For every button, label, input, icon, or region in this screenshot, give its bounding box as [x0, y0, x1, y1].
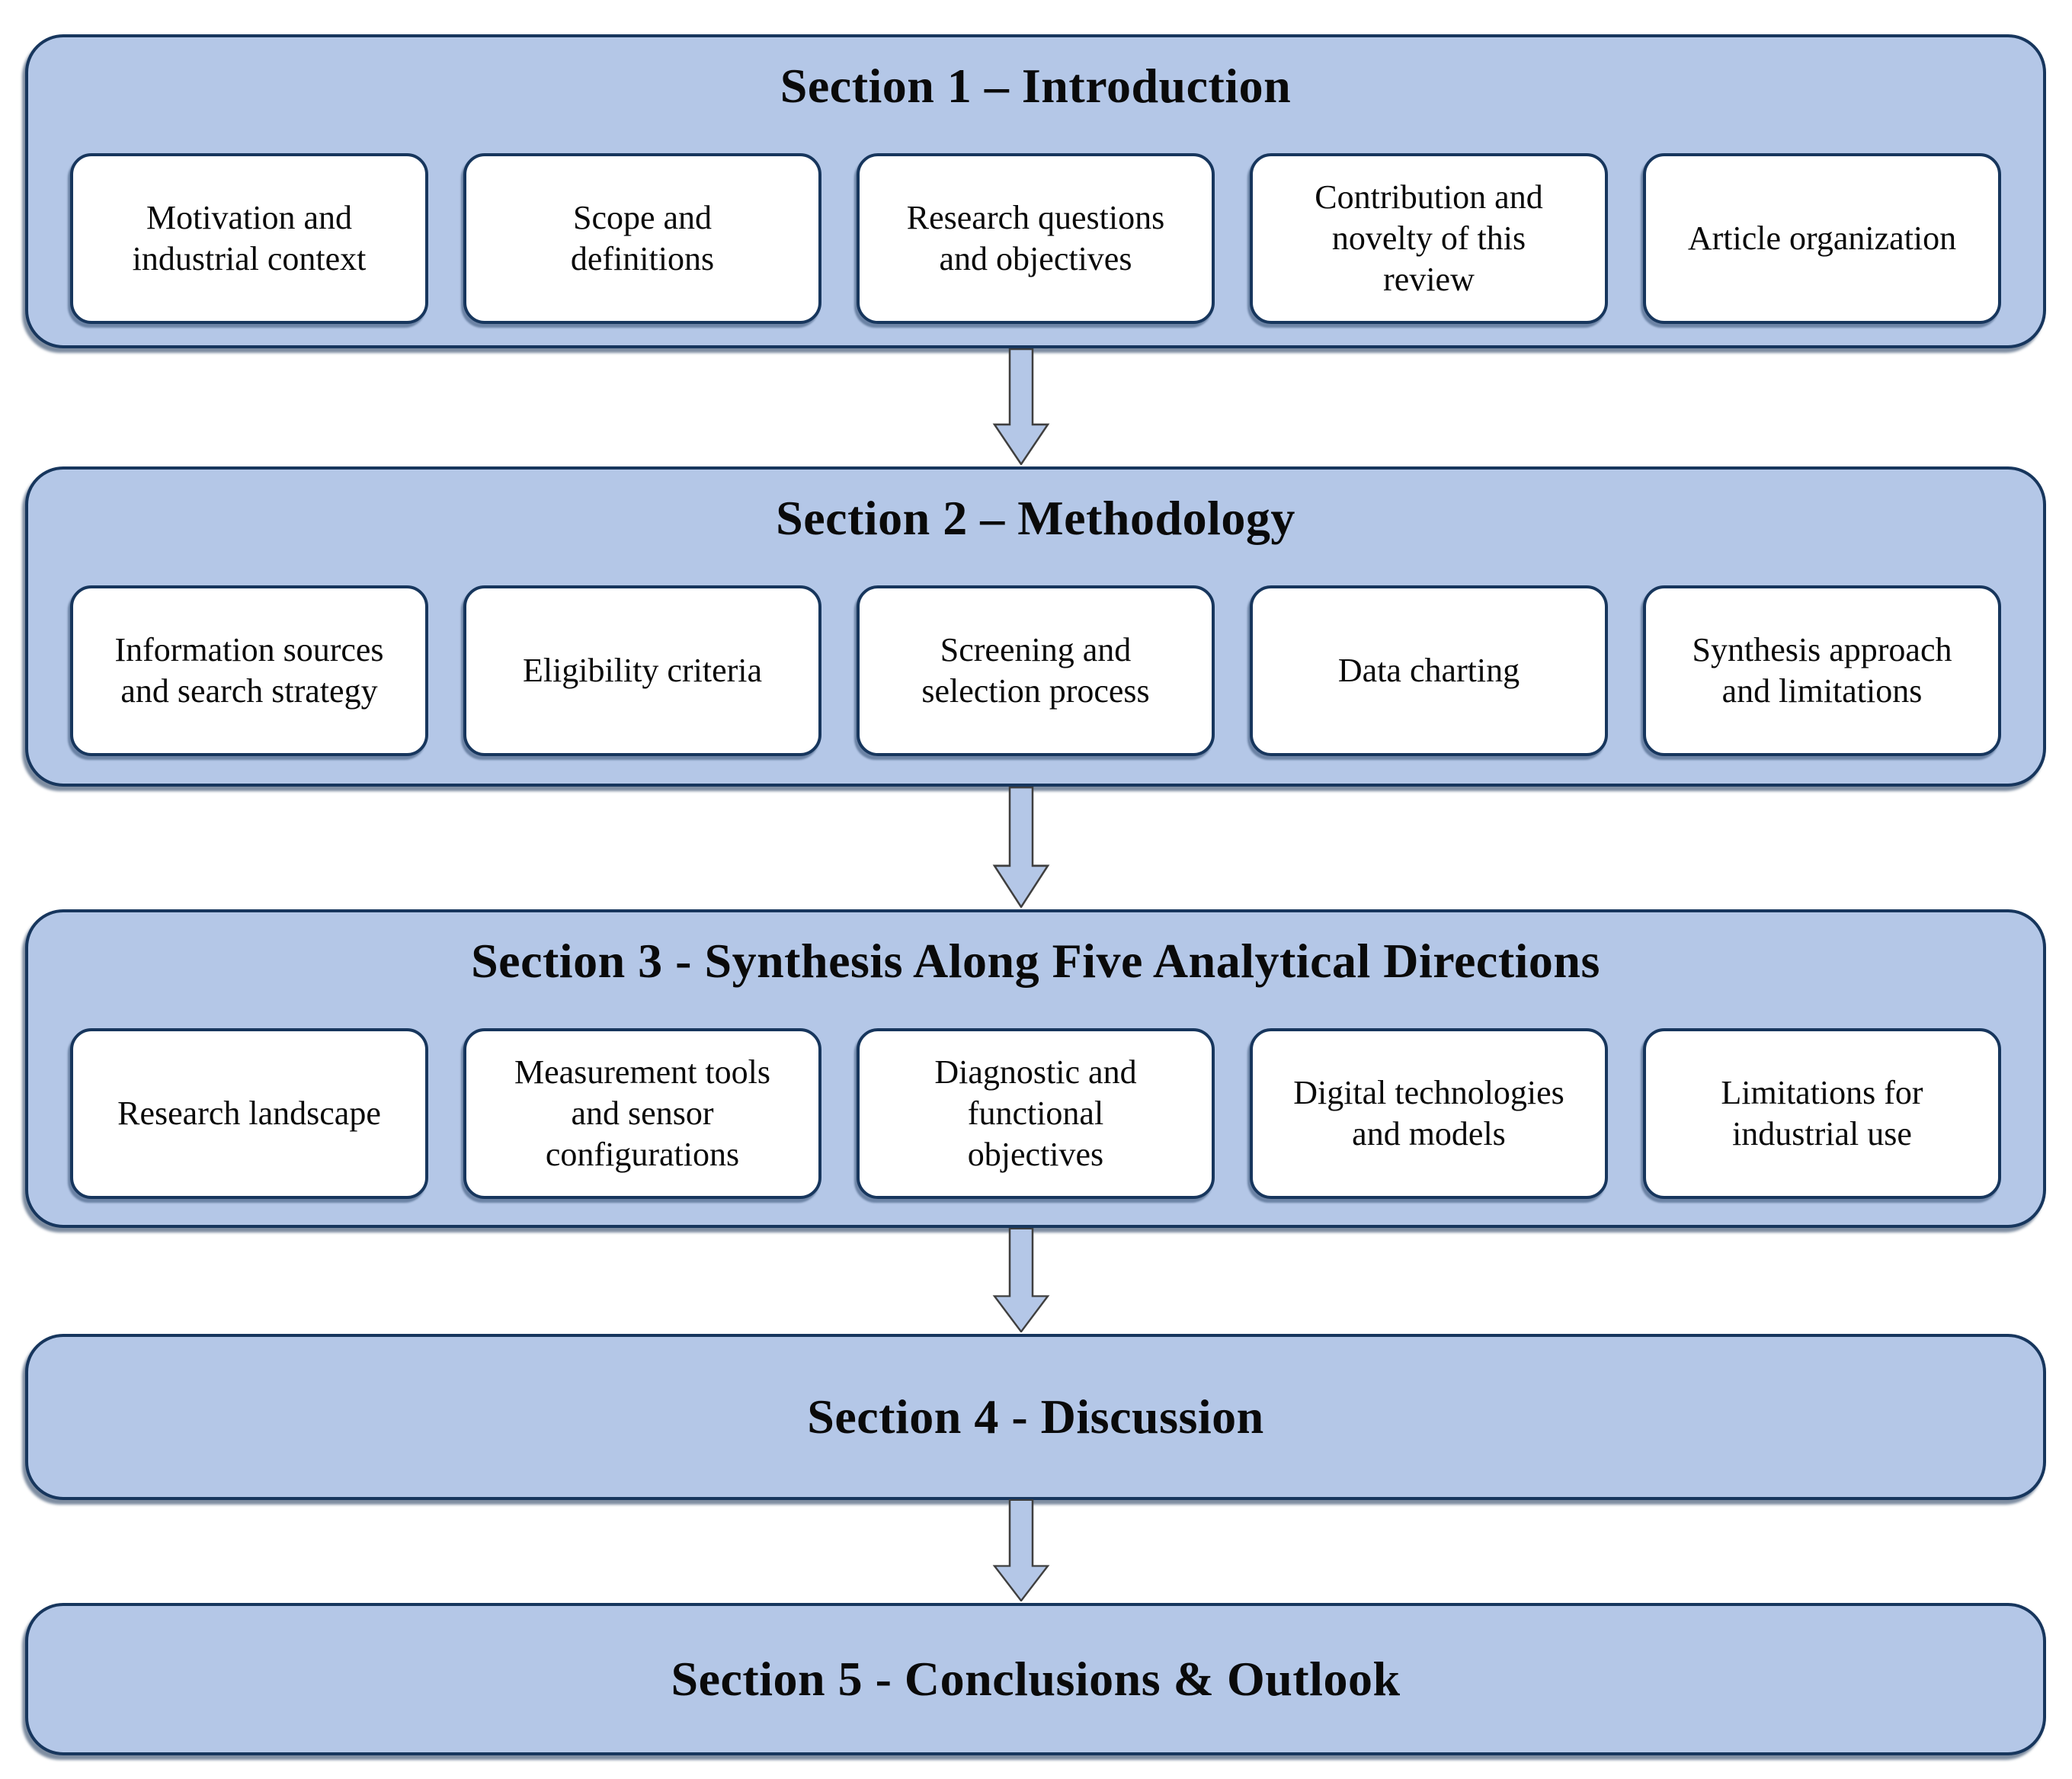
- section-2-item-information-sources: Information sources and search strategy: [70, 585, 428, 756]
- section-1-item-contribution: Contribution and novelty of this review: [1250, 153, 1608, 324]
- section-1-item-scope: Scope and definitions: [463, 153, 821, 324]
- section-1-items: Motivation and industrial context Scope …: [28, 153, 2043, 324]
- down-arrow-icon: [992, 1499, 1050, 1601]
- section-2-item-synthesis-approach: Synthesis approach and limitations: [1643, 585, 2001, 756]
- section-2-items: Information sources and search strategy …: [28, 585, 2043, 756]
- section-3-item-digital-technologies: Digital technologies and models: [1250, 1028, 1608, 1199]
- section-2-item-eligibility: Eligibility criteria: [463, 585, 821, 756]
- section-3-item-diagnostic-objectives: Diagnostic and functional objectives: [857, 1028, 1215, 1199]
- section-2-title: Section 2 – Methodology: [776, 491, 1295, 545]
- section-1-title: Section 1 – Introduction: [780, 59, 1292, 113]
- down-arrow-icon: [992, 787, 1050, 908]
- section-1-item-motivation: Motivation and industrial context: [70, 153, 428, 324]
- section-3-item-limitations: Limitations for industrial use: [1643, 1028, 2001, 1199]
- down-arrow-icon: [992, 348, 1050, 465]
- section-5-title: Section 5 - Conclusions & Outlook: [671, 1652, 1401, 1706]
- section-3-container: Section 3 - Synthesis Along Five Analyti…: [25, 909, 2046, 1228]
- section-3-item-measurement-tools: Measurement tools and sensor configurati…: [463, 1028, 821, 1199]
- section-1-container: Section 1 – Introduction Motivation and …: [25, 34, 2046, 348]
- down-arrow-icon: [992, 1228, 1050, 1332]
- section-1-item-article-organization: Article organization: [1643, 153, 2001, 324]
- section-1-item-research-questions: Research questions and objectives: [857, 153, 1215, 324]
- section-5-container: Section 5 - Conclusions & Outlook: [25, 1603, 2046, 1755]
- section-4-title: Section 4 - Discussion: [807, 1390, 1264, 1444]
- section-3-items: Research landscape Measurement tools and…: [28, 1028, 2043, 1199]
- section-4-container: Section 4 - Discussion: [25, 1334, 2046, 1500]
- section-2-container: Section 2 – Methodology Information sour…: [25, 466, 2046, 787]
- section-2-item-data-charting: Data charting: [1250, 585, 1608, 756]
- section-2-item-screening: Screening and selection process: [857, 585, 1215, 756]
- section-3-item-research-landscape: Research landscape: [70, 1028, 428, 1199]
- section-3-title: Section 3 - Synthesis Along Five Analyti…: [471, 934, 1600, 988]
